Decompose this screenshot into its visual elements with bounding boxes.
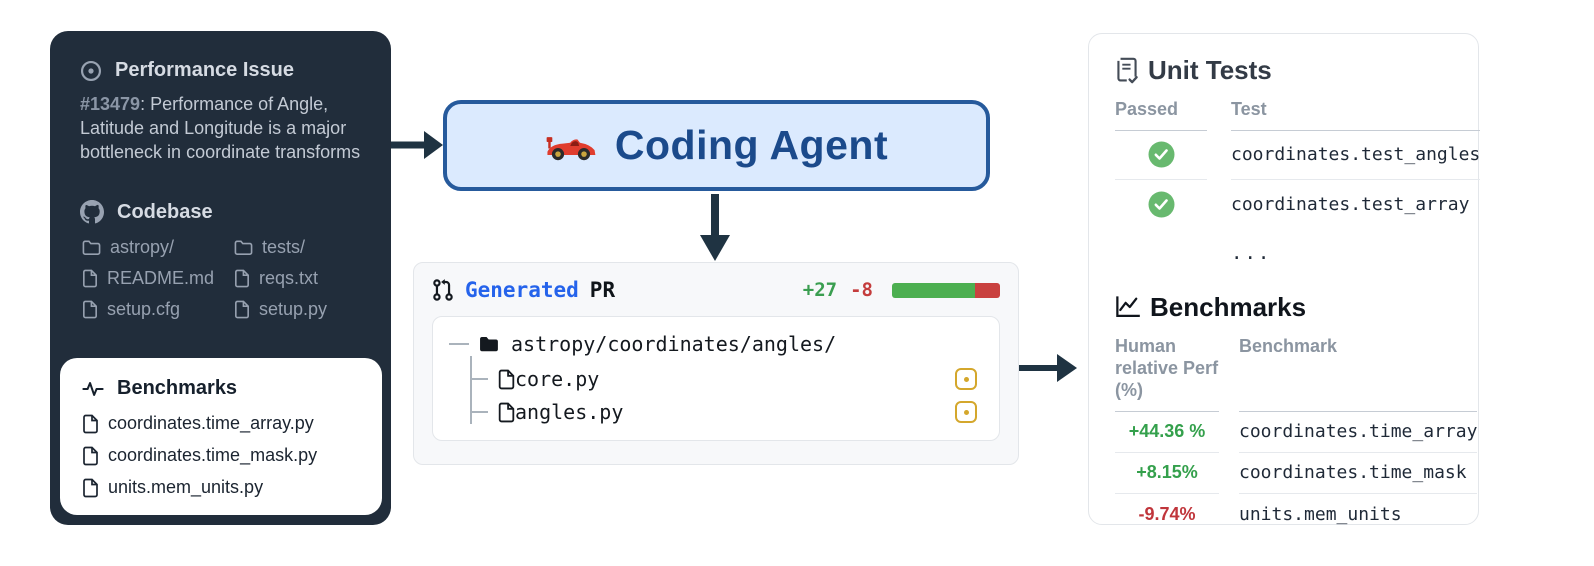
check-circle-icon [1148,141,1174,168]
codebase-grid: astropy/ tests/ README.md reqs.txt setup… [82,237,363,320]
tree-guide [472,411,488,413]
benchmark-name: coordinates.time_mask [1239,453,1478,494]
codebase-section: Codebase astropy/ tests/ README.md reqs [80,200,363,320]
file-icon [235,300,249,319]
file-icon [235,269,249,288]
perf-value: +8.15% [1115,453,1219,494]
tree-guide [472,378,488,380]
racing-car-icon [546,136,596,160]
benchmark-file-item: units.mem_units.py [82,477,362,498]
github-icon [80,200,104,224]
flow-arrow-pr-to-results [1019,354,1077,382]
unit-tests-heading: Unit Tests [1115,55,1452,86]
codebase-item: setup.cfg [82,299,234,320]
issue-description: #13479: Performance of Angle, Latitude a… [80,94,361,162]
codebase-item: README.md [82,268,234,289]
check-circle-icon [1148,191,1174,218]
test-row-passed-cell [1115,229,1207,278]
tree-folder-row: astropy/coordinates/angles/ [449,332,983,356]
activity-icon [82,381,104,396]
file-icon [83,478,98,497]
benchmark-name: coordinates.time_array [1239,412,1478,453]
folder-icon [82,240,101,256]
diff-bar-green [892,282,976,298]
codebase-heading: Codebase [80,200,363,224]
test-row-passed-cell [1115,131,1207,180]
codebase-item: setup.py [234,299,363,320]
file-icon [83,446,98,465]
additions-count: +27 [802,279,838,301]
tree-file-row: core.py [472,367,983,391]
test-name: coordinates.test_array [1231,193,1470,215]
tree-folder-path: astropy/coordinates/angles/ [511,332,837,356]
benchmark-file-list: coordinates.time_array.py coordinates.ti… [82,413,362,498]
tree-children: core.py angles.py [470,356,983,424]
perf-value: -9.74% [1138,503,1196,524]
codebase-item: reqs.txt [234,268,363,289]
performance-issue-panel: Performance Issue #13479: Performance of… [50,31,391,525]
file-icon [83,414,98,433]
column-header-passed: Passed [1115,99,1207,131]
file-icon [83,269,97,288]
folder-icon-solid [480,336,498,352]
test-row-passed-cell [1115,180,1207,229]
tree-file-row: angles.py [472,400,983,424]
deletions-count: -8 [850,279,873,301]
tree-file-name: angles.py [515,400,624,424]
modified-file-badge [955,401,977,423]
benchmarks-card-title: Benchmarks [117,377,238,399]
codebase-item: tests/ [234,237,363,258]
file-icon [83,300,97,319]
coding-agent-box: Coding Agent [443,100,990,191]
perf-value: +44.36 % [1115,412,1219,453]
column-header-test: Test [1231,99,1481,131]
tree-file-name: core.py [515,367,600,391]
issue-number: #13479 [80,94,141,114]
codebase-title: Codebase [117,200,213,223]
tree-guide [449,343,469,345]
pull-request-icon [433,279,453,301]
diff-bar [892,282,1000,298]
issue-title: Performance Issue [115,59,294,81]
file-icon-outline [498,402,515,422]
benchmark-file-item: coordinates.time_mask.py [82,445,362,466]
pr-header: Generated PR +27 -8 [432,278,1000,302]
tests-ellipsis: ... [1231,242,1272,265]
column-header-benchmark: Benchmark [1239,336,1478,412]
flow-arrow-left-to-agent [391,131,443,159]
benchmarks-title: Benchmarks [1150,291,1307,322]
diff-bar-red [975,282,1000,298]
unit-tests-table: Passed Test coordinates.test_angles coor… [1115,99,1481,278]
generated-pr-card: Generated PR +27 -8 astropy/coordinates/… [413,262,1019,465]
column-header-perf: Human relative Perf (%) [1115,336,1219,412]
test-name: coordinates.test_angles [1231,131,1481,180]
benchmarks-chart-icon [1116,296,1140,318]
pr-file-tree: astropy/coordinates/angles/ core.py angl… [432,316,1000,441]
results-panel: Unit Tests Passed Test coordinates.test_… [1088,33,1481,525]
codebase-item: astropy/ [82,237,234,258]
unit-tests-title: Unit Tests [1148,55,1272,85]
benchmarks-table: Human relative Perf (%) Benchmark +44.36… [1115,336,1478,535]
pr-title-generated: Generated [465,278,579,302]
flow-arrow-agent-to-pr [700,194,730,261]
modified-file-badge [955,368,977,390]
benchmarks-card-heading: Benchmarks [82,377,362,400]
benchmark-file-item: coordinates.time_array.py [82,413,362,434]
coding-agent-label: Coding Agent [614,122,889,168]
issue-icon [80,60,102,81]
file-icon-outline [498,369,515,389]
unit-tests-icon [1117,57,1138,84]
benchmarks-heading: Benchmarks [1115,292,1452,323]
folder-icon [234,240,253,256]
issue-heading: Performance Issue [80,59,363,82]
benchmarks-card: Benchmarks coordinates.time_array.py coo… [60,358,382,515]
benchmark-name: units.mem_units [1239,503,1402,525]
pr-title-pr: PR [589,278,616,302]
